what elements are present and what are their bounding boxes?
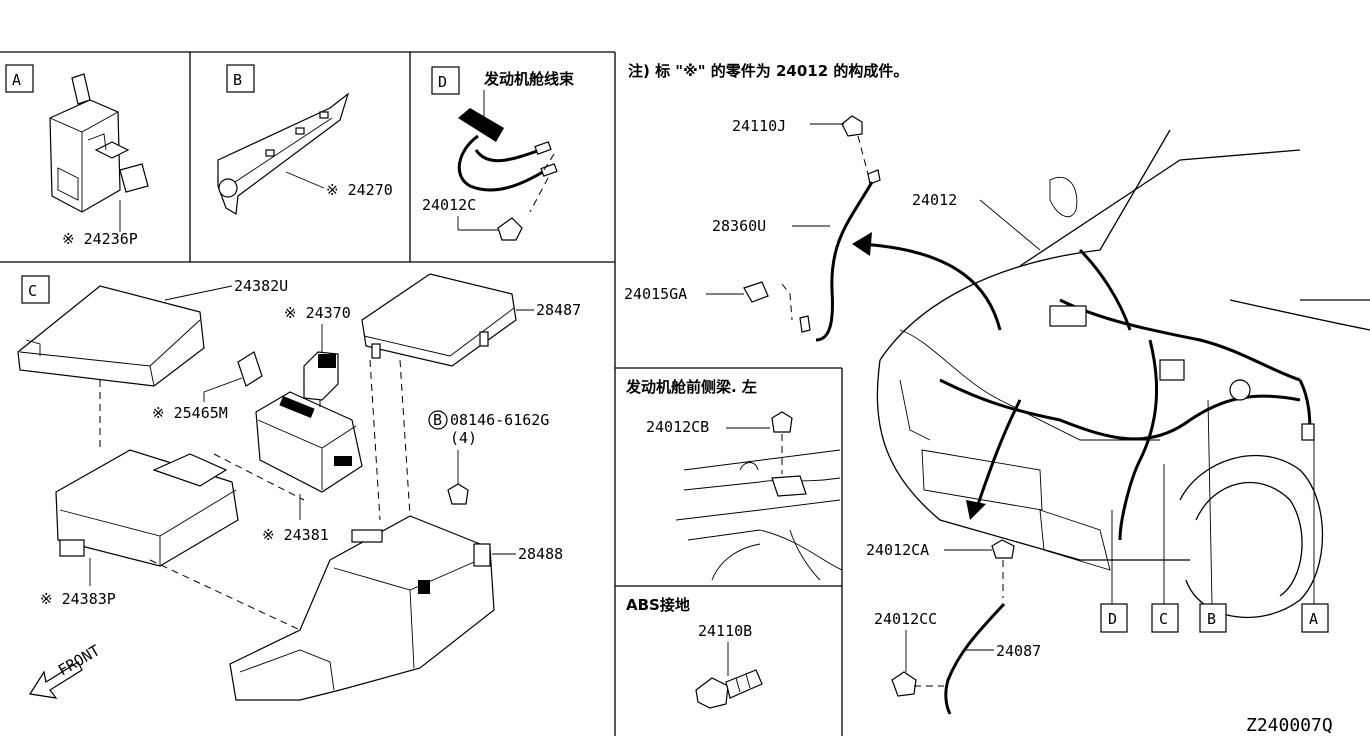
assembly-dash-lines bbox=[99, 359, 411, 631]
part-label-28487: 28487 bbox=[536, 301, 581, 319]
panel-c: C 24382U ※ 24370 28487 ※ bbox=[17, 273, 581, 701]
harness-protector-drawing bbox=[217, 92, 350, 215]
relay-drawing bbox=[303, 351, 339, 401]
part-label-24110j: 24110J bbox=[732, 117, 786, 135]
part-label-qty: (4) bbox=[450, 429, 477, 447]
part-label-24110b: 24110B bbox=[698, 622, 752, 640]
part-label-24236p: ※ 24236P bbox=[62, 230, 138, 248]
relay-bracket-drawing bbox=[49, 73, 149, 213]
fuse-box-cover-drawing bbox=[17, 285, 205, 387]
engine-harness-main-drawing bbox=[899, 248, 1315, 541]
part-label-24270: ※ 24270 bbox=[326, 181, 393, 199]
panel-b-letter: B bbox=[233, 71, 242, 89]
part-label-24381: ※ 24381 bbox=[262, 526, 329, 544]
part-label-08146-6162g: 08146-6162G bbox=[450, 411, 549, 429]
panel-d: D 发动机舱线束 24012C bbox=[422, 66, 575, 241]
panel-c-letter: C bbox=[28, 282, 37, 300]
bolt-icon bbox=[497, 217, 523, 241]
part-label-24012c: 24012C bbox=[422, 196, 476, 214]
callout-box-c bbox=[1151, 603, 1179, 633]
vehicle-body-drawing bbox=[876, 129, 1370, 619]
relay-box-cover-drawing bbox=[361, 273, 517, 367]
sub-panel-front-side-member: 发动机舱前侧梁. 左 24012CB bbox=[625, 378, 843, 581]
callout-lines bbox=[1111, 399, 1315, 605]
location-arrow-line bbox=[859, 242, 1002, 331]
callout-box-a bbox=[1301, 603, 1329, 633]
main-panel: 注) 标 "※" 的零件为 24012 的构成件。 24110J 28360U … bbox=[624, 62, 1370, 715]
fuse-drawing bbox=[237, 351, 263, 387]
part-label-24087: 24087 bbox=[996, 642, 1041, 660]
part-label-28360u: 28360U bbox=[712, 217, 766, 235]
part-label-24370: ※ 24370 bbox=[284, 304, 351, 322]
engine-harness-drawing bbox=[457, 90, 558, 241]
ground-cable-drawing bbox=[743, 115, 881, 342]
abs-bolt-icon bbox=[695, 669, 763, 709]
callout-b: B bbox=[1207, 610, 1216, 628]
panel-a-letter-box bbox=[5, 64, 34, 93]
part-label-24012cb: 24012CB bbox=[646, 418, 709, 436]
panel-b-letter-box bbox=[226, 64, 255, 93]
part-label-24012ca: 24012CA bbox=[866, 541, 929, 559]
fuse-block-drawing bbox=[255, 391, 363, 493]
part-label-24015ga: 24015GA bbox=[624, 285, 687, 303]
part-label-24012cc: 24012CC bbox=[874, 610, 937, 628]
sub1-title: 发动机舱前侧梁. 左 bbox=[625, 378, 757, 396]
part-label-24383p: ※ 24383P bbox=[40, 590, 116, 608]
ground-strap-drawing bbox=[891, 539, 1015, 715]
location-arrow-head bbox=[852, 232, 872, 256]
part-label-28488: 28488 bbox=[518, 545, 563, 563]
fuse-box-lower-drawing bbox=[55, 449, 239, 567]
panel-c-letter-box bbox=[21, 275, 50, 304]
main-note: 注) 标 "※" 的零件为 24012 的构成件。 bbox=[628, 62, 908, 80]
panel-d-letter: D bbox=[438, 73, 447, 91]
callout-box-b bbox=[1199, 603, 1227, 633]
front-label: FRONT bbox=[55, 641, 103, 679]
callout-a: A bbox=[1309, 610, 1318, 628]
part-label-24012: 24012 bbox=[912, 191, 957, 209]
callout-c: C bbox=[1159, 610, 1168, 628]
panel-d-title: 发动机舱线束 bbox=[483, 70, 575, 88]
panel-d-letter-box bbox=[431, 66, 460, 95]
front-arrow-icon bbox=[29, 661, 83, 699]
callout-d: D bbox=[1108, 610, 1117, 628]
panel-a-letter: A bbox=[12, 71, 21, 89]
panel-a: A ※ 24236P bbox=[5, 64, 149, 248]
bolt-mark-circle bbox=[428, 410, 448, 430]
bolt-icon bbox=[447, 483, 469, 505]
diagram-code: Z240007Q bbox=[1246, 715, 1333, 736]
panel-b: B ※ 24270 bbox=[217, 64, 393, 215]
relay-box-housing-drawing bbox=[229, 515, 495, 701]
bolt-mark-letter: B bbox=[433, 411, 442, 429]
side-member-drawing bbox=[675, 449, 843, 581]
part-label-24382u: 24382U bbox=[234, 277, 288, 295]
frame-lines bbox=[0, 51, 843, 736]
part-label-25465m: ※ 25465M bbox=[152, 404, 228, 422]
sub2-title: ABS接地 bbox=[626, 596, 690, 614]
sub-panel-abs-ground: ABS接地 24110B bbox=[626, 596, 763, 709]
callout-box-d bbox=[1100, 603, 1128, 633]
bolt-icon bbox=[771, 411, 793, 433]
connector-icon bbox=[1301, 423, 1315, 441]
